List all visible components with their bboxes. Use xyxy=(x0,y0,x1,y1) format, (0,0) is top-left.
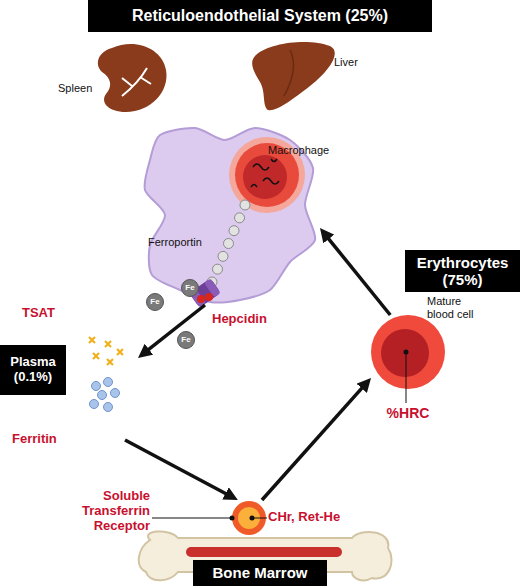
leader-line xyxy=(152,518,232,519)
iron-bead xyxy=(229,226,239,236)
ferritin-dot xyxy=(90,400,99,409)
leader-line xyxy=(252,518,267,519)
ferroportin-channel xyxy=(189,278,221,308)
red-cell-outer xyxy=(371,315,445,389)
engulfed-cell-core xyxy=(243,155,287,199)
organ-label: Liver xyxy=(334,56,358,69)
node-text: Erythrocytes (75%) xyxy=(405,250,520,292)
flow-arrow xyxy=(324,233,390,315)
node-text: Soluble Transferrin Receptor xyxy=(70,489,150,534)
hepcidin-dot xyxy=(205,293,213,301)
node-text: Bone Marrow xyxy=(193,560,327,586)
reticulocyte-outer xyxy=(232,501,266,535)
iron-symbol: Fe xyxy=(147,294,163,310)
transferrin-mark xyxy=(93,353,99,359)
compartment-band: Bone Marrow xyxy=(193,560,327,586)
transferrin-mark xyxy=(117,349,123,355)
node-text: Reticuloendothelial System (25%) xyxy=(88,0,432,32)
node-text: CHr, Ret-He xyxy=(268,510,340,525)
reticulocyte-cell: Soluble Transferrin ReceptorCHr, Ret-He xyxy=(231,500,267,536)
ferritin-dot xyxy=(98,391,107,400)
iron-ion xyxy=(178,332,195,349)
iron-bead xyxy=(218,251,228,261)
iron-bead xyxy=(213,264,223,274)
node-text: Macrophage xyxy=(268,144,329,157)
ferritin-dot xyxy=(92,382,101,391)
plasma-compartment: Plasma (0.1%) xyxy=(0,300,138,440)
ferritin-dot xyxy=(104,403,113,412)
ferritin-dot xyxy=(111,389,120,398)
iron-bead xyxy=(235,213,245,223)
marrow-band xyxy=(186,547,342,557)
leader-dot xyxy=(250,516,255,521)
spleen-organ xyxy=(98,44,167,112)
flow-arrow xyxy=(125,440,233,497)
compartment-band: Reticuloendothelial System (25%) xyxy=(88,0,432,32)
node-text: %HRC xyxy=(383,405,433,421)
ferritin-dot xyxy=(104,378,113,387)
leader-line xyxy=(406,352,407,403)
leader-dot xyxy=(404,350,409,355)
flow-arrow xyxy=(143,305,205,354)
node-text: Plasma (0.1%) xyxy=(0,345,66,395)
mature-red-cell: Mature blood cell%HRC xyxy=(371,315,445,389)
liver-lobe-line xyxy=(284,50,293,96)
compartment-band: Erythrocytes (75%) xyxy=(405,250,520,292)
iron-symbol: Fe xyxy=(182,280,198,296)
leader-dot xyxy=(230,516,235,521)
ferroportin-segment xyxy=(204,278,221,297)
red-cell-inner xyxy=(381,329,429,377)
transferrin-mark xyxy=(105,341,111,347)
hemoglobin-squiggle xyxy=(271,159,277,162)
iron-ion xyxy=(182,280,199,297)
liver-organ xyxy=(252,42,335,110)
hemoglobin-squiggle xyxy=(253,164,269,170)
marker-label: Ferritin xyxy=(12,432,57,447)
hepcidin-dot xyxy=(197,295,205,303)
marker-label: TSAT xyxy=(22,306,55,321)
iron-bead xyxy=(207,277,217,287)
reticulocyte-inner xyxy=(238,507,260,529)
ferroportin-body xyxy=(189,278,221,308)
hemoglobin-squiggle xyxy=(251,185,257,188)
transferrin-marks xyxy=(89,337,123,365)
ferritin-dots xyxy=(90,378,120,412)
iron-ion xyxy=(147,294,164,311)
node-text: Mature blood cell xyxy=(427,295,489,320)
marker-label: Hepcidin xyxy=(212,312,267,327)
spleen-vessels xyxy=(122,68,151,96)
node-outline xyxy=(371,315,445,389)
organ-label: Spleen xyxy=(58,82,92,95)
iron-bead xyxy=(240,200,250,210)
hemoglobin-squiggle xyxy=(263,178,279,184)
flow-arrow xyxy=(262,382,367,500)
iron-bead xyxy=(224,239,234,249)
transferrin-mark xyxy=(89,337,95,343)
transferrin-mark xyxy=(107,359,113,365)
iron-symbol: Fe xyxy=(178,332,194,348)
protein-label: Ferroportin xyxy=(148,236,202,249)
macrophage-cell: Macrophage xyxy=(140,122,320,305)
node-outline xyxy=(231,500,267,536)
